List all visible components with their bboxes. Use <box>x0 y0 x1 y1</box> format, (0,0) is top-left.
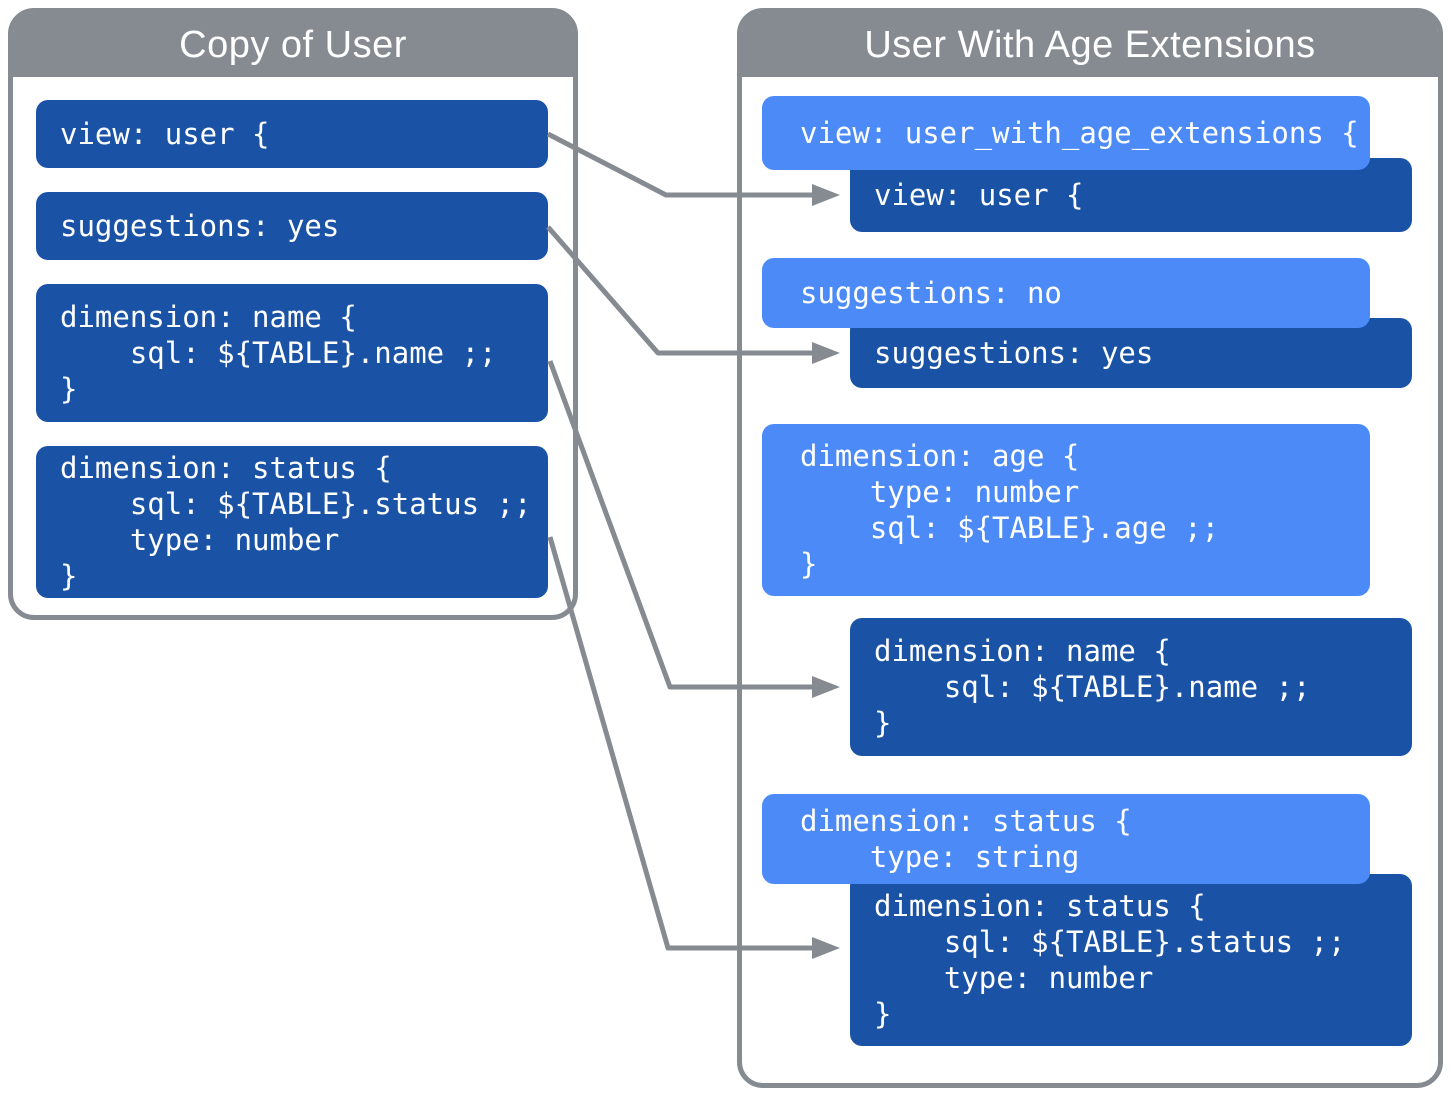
code-line: sql: ${TABLE}.name ;; <box>874 670 1311 704</box>
refinement-box-dimension-age: dimension: age { type: number sql: ${TAB… <box>762 424 1370 596</box>
code-line: type: number <box>800 475 1080 509</box>
code-line: view: user { <box>60 117 270 151</box>
code-box-suggestions-yes: suggestions: yes <box>36 192 548 260</box>
code-line: dimension: status { <box>800 804 1132 838</box>
code-line: sql: ${TABLE}.status ;; <box>874 925 1346 959</box>
copy-of-user-panel: Copy of User view: user { suggestions: y… <box>8 8 578 620</box>
code-line: suggestions: yes <box>874 336 1154 370</box>
refinement-box-view-extensions: view: user_with_age_extensions { <box>762 96 1370 170</box>
code-line: dimension: status { <box>60 451 392 485</box>
base-box-dimension-status: dimension: status { sql: ${TABLE}.status… <box>850 874 1412 1046</box>
base-box-suggestions-yes: suggestions: yes <box>850 318 1412 388</box>
code-line: suggestions: yes <box>60 209 340 243</box>
code-box-dimension-status: dimension: status { sql: ${TABLE}.status… <box>36 446 548 598</box>
user-with-age-extensions-panel: User With Age Extensions view: user { vi… <box>737 8 1443 1088</box>
code-line: sql: ${TABLE}.age ;; <box>800 511 1220 545</box>
code-box-view-user: view: user { <box>36 100 548 168</box>
code-line: sql: ${TABLE}.status ;; <box>60 487 532 521</box>
code-line: dimension: status { <box>874 889 1206 923</box>
left-panel-title: Copy of User <box>13 13 573 77</box>
code-line: dimension: name { <box>60 300 357 334</box>
code-line: sql: ${TABLE}.name ;; <box>60 336 497 370</box>
code-line: } <box>800 547 818 581</box>
code-line: view: user_with_age_extensions { <box>800 116 1359 150</box>
code-line: suggestions: no <box>800 276 1062 310</box>
right-panel-title: User With Age Extensions <box>742 13 1438 77</box>
base-box-dimension-name: dimension: name { sql: ${TABLE}.name ;; … <box>850 618 1412 756</box>
code-line: } <box>60 559 78 593</box>
code-line: } <box>874 997 892 1031</box>
code-line: view: user { <box>874 178 1084 212</box>
base-box-view-user: view: user { <box>850 158 1412 232</box>
refinement-box-suggestions-no: suggestions: no <box>762 258 1370 328</box>
code-line: type: string <box>800 840 1080 874</box>
code-line: dimension: age { <box>800 439 1080 473</box>
code-line: type: number <box>874 961 1154 995</box>
code-line: dimension: name { <box>874 634 1171 668</box>
code-line: } <box>874 706 892 740</box>
code-line: type: number <box>60 523 340 557</box>
refinement-box-dimension-status: dimension: status { type: string <box>762 794 1370 884</box>
code-box-dimension-name: dimension: name { sql: ${TABLE}.name ;; … <box>36 284 548 422</box>
code-line: } <box>60 372 78 406</box>
